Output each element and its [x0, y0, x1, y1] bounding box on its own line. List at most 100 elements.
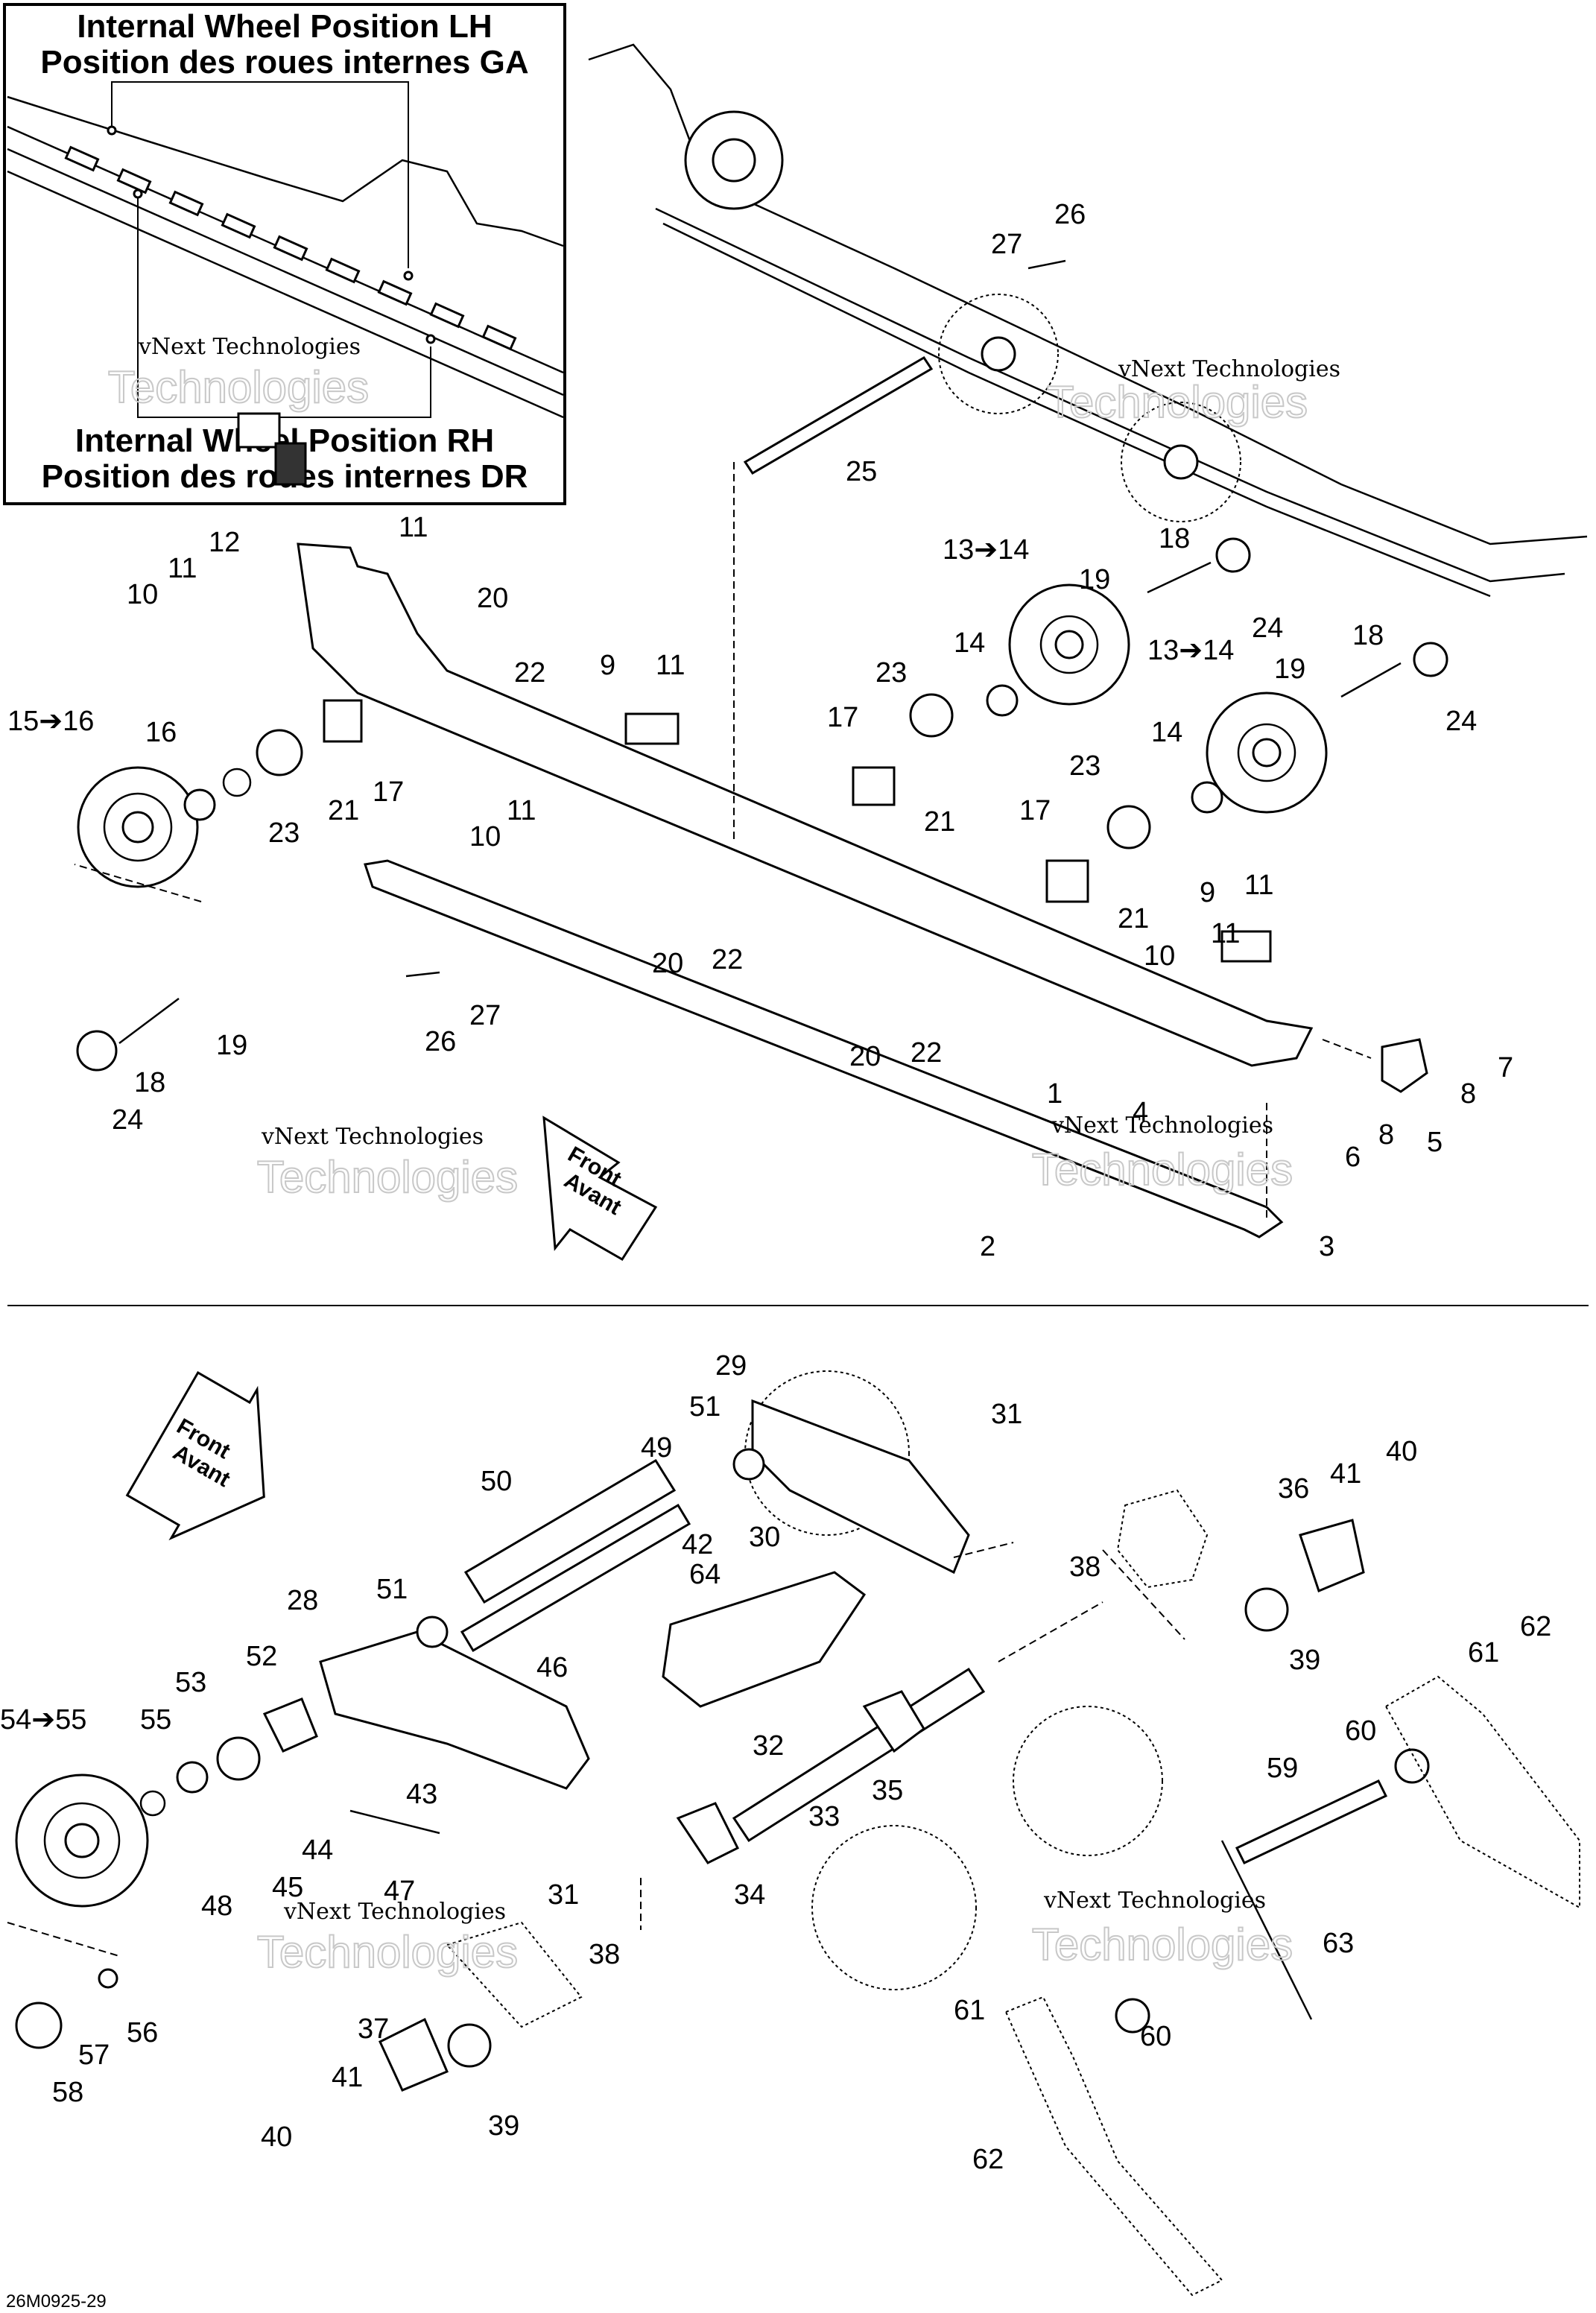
callout-42: 42: [682, 1529, 713, 1560]
callout-28: 28: [287, 1585, 318, 1616]
callout-36: 36: [1278, 1473, 1309, 1504]
callout-9b: 9: [1200, 877, 1215, 908]
callout-62a: 62: [1520, 1611, 1551, 1642]
bearing-14a: [986, 684, 1019, 717]
watermark-bottom-1: vNext Technologies: [283, 1899, 506, 1925]
callout-35: 35: [872, 1775, 903, 1806]
callout-24c: 24: [112, 1104, 143, 1136]
watermark-big-bottom-1: Technologies: [257, 1927, 518, 1977]
watermark-top-3: vNext Technologies: [1051, 1113, 1273, 1139]
callout-11c: 11: [656, 650, 685, 681]
watermark-big-top-3: Technologies: [1032, 1145, 1293, 1195]
callout-50: 50: [481, 1466, 512, 1497]
shaft-50: [463, 1458, 677, 1604]
shaft-59: [1235, 1779, 1388, 1864]
front-arrow-bottom: Front Avant: [125, 1371, 265, 1541]
callout-13-14a: 13➔14: [943, 534, 1029, 566]
callout-24a: 24: [1252, 613, 1283, 644]
plate-35: [862, 1690, 925, 1753]
callout-48: 48: [201, 1890, 232, 1922]
callout-14a: 14: [954, 627, 985, 659]
callout-53: 53: [175, 1667, 206, 1698]
bracket-30: [662, 1571, 867, 1708]
rod-63: [1220, 1840, 1313, 2020]
callout-22b: 22: [712, 944, 743, 975]
callout-11b: 11: [168, 553, 197, 584]
callout-21b: 21: [1118, 903, 1149, 934]
callout-22: 22: [514, 657, 545, 689]
top-rail-assembly: Front Avant vNext Technologies Technolog…: [7, 43, 1588, 1262]
callout-30: 30: [749, 1522, 780, 1553]
rail-left: [297, 542, 1314, 1067]
cap-24a: [1215, 537, 1251, 573]
inset-internal-wheel-position: Internal Wheel Position LH Position des …: [3, 3, 566, 505]
upper-shaft: [743, 355, 934, 475]
slider-shoe: [364, 859, 1284, 1238]
washer-51a: [416, 1616, 449, 1648]
callout-25: 25: [846, 456, 877, 487]
idler-wheel-13b: [1206, 692, 1328, 814]
callout-17b: 17: [1019, 795, 1051, 826]
callout-18b: 18: [1352, 620, 1384, 651]
callout-21a: 21: [924, 806, 955, 838]
callout-10b: 10: [1144, 940, 1175, 972]
callout-55: 55: [140, 1704, 171, 1735]
callout-49: 49: [641, 1432, 672, 1464]
callout-8a: 8: [1378, 1119, 1394, 1151]
slide-9b: [1220, 930, 1272, 963]
callout-34: 34: [734, 1879, 765, 1911]
bearing-16: [183, 788, 216, 821]
callout-43: 43: [406, 1779, 437, 1810]
callout-40b: 40: [261, 2121, 292, 2153]
washer-56: [98, 1968, 118, 1989]
callout-45: 45: [272, 1872, 303, 1903]
callout-51a: 51: [689, 1391, 721, 1423]
callout-17a: 17: [827, 702, 858, 733]
callout-15-16: 15➔16: [7, 706, 94, 737]
callout-11: 11: [399, 512, 428, 543]
circlip-b: [139, 1790, 166, 1817]
callout-23a: 23: [875, 657, 907, 689]
callout-47: 47: [384, 1876, 415, 1907]
callout-12: 12: [209, 527, 240, 558]
callout-61a: 61: [1468, 1637, 1499, 1668]
callout-39b: 39: [488, 2110, 519, 2142]
callout-63: 63: [1323, 1928, 1354, 1959]
circlip: [222, 768, 252, 797]
callout-32: 32: [753, 1730, 784, 1762]
bushing-39b: [447, 2023, 492, 2068]
callout-60a: 60: [1345, 1715, 1376, 1747]
callout-26: 26: [1054, 199, 1086, 230]
callout-13-14b: 13➔14: [1147, 635, 1234, 666]
watermark-top-1: vNext Technologies: [1118, 356, 1340, 382]
wheel-15: [77, 766, 199, 888]
watermark-big-inset: Technologies: [108, 362, 369, 412]
callout-6: 6: [1345, 1142, 1361, 1173]
callout-19c: 19: [216, 1030, 247, 1061]
callout-9: 9: [600, 650, 615, 681]
callout-23b: 23: [1069, 750, 1101, 782]
callout-7: 7: [1498, 1052, 1513, 1083]
bottom-suspension-assembly: Front Avant: [0, 1350, 1580, 2297]
callout-5: 5: [1427, 1127, 1443, 1158]
arm-29: [751, 1399, 970, 1575]
inset-title-lh-fr: Position des roues internes GA: [40, 44, 528, 80]
spacer-23a: [256, 729, 303, 776]
callout-3: 3: [1319, 1231, 1334, 1262]
callout-57: 57: [78, 2040, 110, 2071]
callout-11d: 11: [1244, 870, 1273, 901]
callout-27: 27: [991, 229, 1022, 260]
callout-60b: 60: [1140, 2021, 1171, 2052]
watermark-big-top-1: Technologies: [1047, 377, 1308, 427]
callouts-top: 26 27 25 11 12 11 10 20 22 9 11 13➔14 18…: [7, 199, 1513, 1262]
washer-51b: [732, 1448, 765, 1481]
wheel-54: [15, 1773, 149, 1908]
callout-38b: 38: [589, 1939, 620, 1970]
callout-39a: 39: [1289, 1645, 1320, 1676]
bushing-60b: [1115, 1998, 1150, 2034]
cap-36: [1299, 1519, 1365, 1593]
callout-10: 10: [127, 579, 158, 610]
spacer-23c: [1106, 805, 1151, 849]
callout-33: 33: [808, 1801, 840, 1832]
